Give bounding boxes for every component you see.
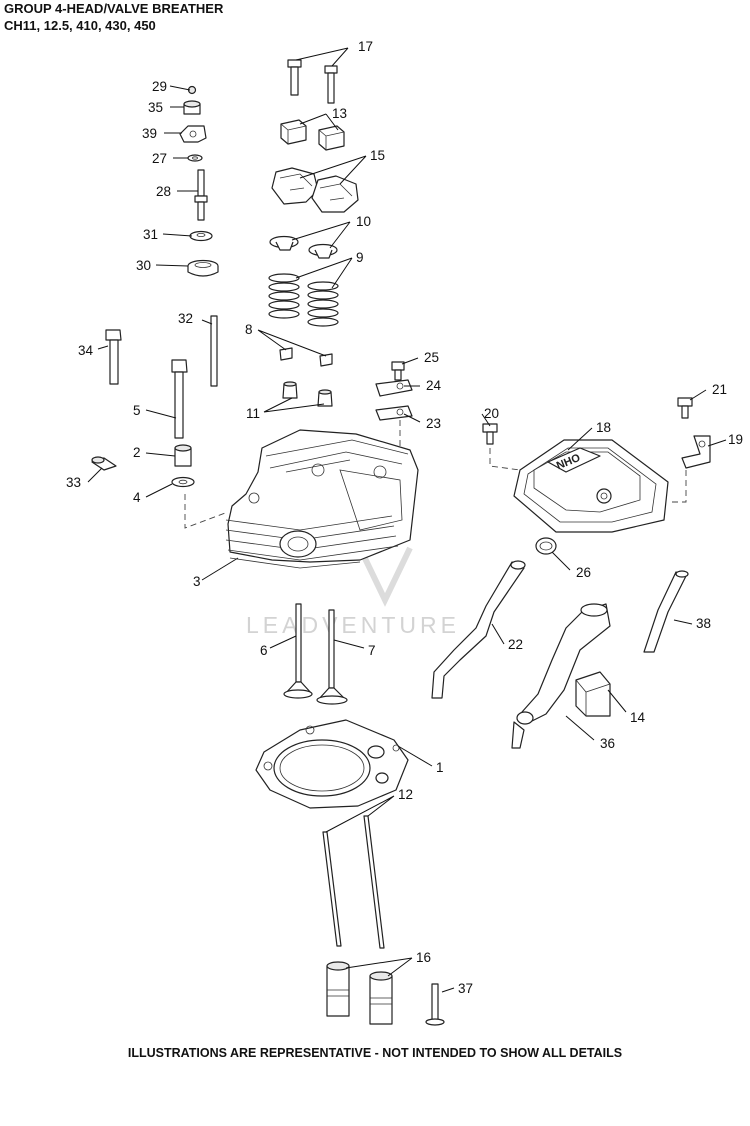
part-12-push-rods [322, 815, 385, 949]
part-28-rocker-stud [194, 169, 208, 221]
part-15-rocker-arms [271, 167, 359, 213]
callout-36: 36 [600, 736, 615, 751]
callout-31: 31 [143, 227, 158, 242]
part-23-plate [375, 405, 413, 421]
part-34-bolt [105, 329, 122, 385]
callout-17: 17 [358, 39, 373, 54]
callout-1: 1 [436, 760, 444, 775]
part-14-shield [575, 671, 611, 717]
callout-14: 14 [630, 710, 646, 725]
part-26-clamp [535, 537, 557, 555]
part-33-dowel-pin [91, 456, 117, 471]
callout-16: 16 [416, 950, 431, 965]
part-9-valve-springs [268, 273, 339, 327]
part-10-spring-caps [269, 235, 338, 259]
part-20-screw [482, 423, 498, 445]
callout-10: 10 [356, 214, 371, 229]
watermark: LEADVENTURE [246, 546, 460, 638]
part-24-bracket [375, 379, 413, 397]
part-38-hose [643, 570, 689, 653]
part-25-screw [391, 361, 405, 381]
part-30-seal [187, 259, 219, 277]
callout-7: 7 [368, 643, 376, 658]
part-18-valve-cover: NHO [513, 439, 669, 533]
callout-12: 12 [398, 787, 413, 802]
callout-35: 35 [148, 100, 163, 115]
callout-18: 18 [596, 420, 611, 435]
callout-9: 9 [356, 250, 364, 265]
callout-20: 20 [484, 406, 499, 421]
callout-32: 32 [178, 311, 193, 326]
callout-25: 25 [424, 350, 439, 365]
part-7-exhaust-valve [316, 609, 348, 705]
callout-30: 30 [136, 258, 151, 273]
part-17-bolts [287, 59, 338, 104]
callout-21: 21 [712, 382, 727, 397]
callout-19: 19 [728, 432, 743, 447]
part-22-breather-hose [431, 560, 526, 699]
part-1-head-gasket [255, 719, 409, 809]
part-39-guide-plate [179, 125, 207, 143]
callout-38: 38 [696, 616, 711, 631]
callout-3: 3 [193, 574, 201, 589]
part-6-intake-valve [283, 603, 313, 699]
part-19-bracket [681, 435, 711, 469]
callout-24: 24 [426, 378, 442, 393]
model-list: CH11, 12.5, 410, 430, 450 [4, 18, 156, 33]
callout-39: 39 [142, 126, 157, 141]
callout-26: 26 [576, 565, 591, 580]
part-21-screw [677, 397, 693, 419]
part-11-valve-stem-seals [282, 381, 333, 407]
callout-27: 27 [152, 151, 167, 166]
part-35-cap [183, 100, 201, 115]
part-8-valve-keepers [279, 347, 333, 367]
part-2-spacer [174, 444, 192, 467]
part-4-washer [171, 476, 195, 488]
callout-8: 8 [245, 322, 253, 337]
callout-numbers: 29 35 39 27 28 31 30 17 13 15 10 9 8 11 … [66, 39, 743, 996]
callout-15: 15 [370, 148, 385, 163]
callout-37: 37 [458, 981, 473, 996]
watermark-text: LEADVENTURE [246, 612, 460, 638]
part-27-washer [187, 154, 203, 162]
callout-13: 13 [332, 106, 347, 121]
disclaimer-note: ILLUSTRATIONS ARE REPRESENTATIVE - NOT I… [127, 1046, 623, 1060]
callout-11: 11 [246, 406, 260, 421]
part-31-retainer [189, 230, 213, 242]
callout-4: 4 [133, 490, 141, 505]
callout-5: 5 [133, 403, 141, 418]
part-13-pivots [280, 119, 345, 151]
leader-lines [87, 47, 727, 993]
part-5-head-bolt [171, 359, 188, 439]
callout-34: 34 [78, 343, 94, 358]
callout-2: 2 [133, 445, 141, 460]
part-16-tappets [326, 961, 393, 1025]
callout-29: 29 [152, 79, 167, 94]
callout-23: 23 [426, 416, 441, 431]
part-36-breather-tube [511, 603, 611, 749]
callout-28: 28 [156, 184, 171, 199]
callout-22: 22 [508, 637, 523, 652]
title-block: GROUP 4-HEAD/VALVE BREATHER CH11, 12.5, … [4, 0, 223, 34]
part-3-cylinder-head [225, 429, 419, 569]
callout-6: 6 [260, 643, 268, 658]
part-32-stud [210, 315, 218, 387]
part-37-valve [425, 983, 445, 1026]
callout-33: 33 [66, 475, 81, 490]
diagram-title: GROUP 4-HEAD/VALVE BREATHER [4, 1, 224, 16]
